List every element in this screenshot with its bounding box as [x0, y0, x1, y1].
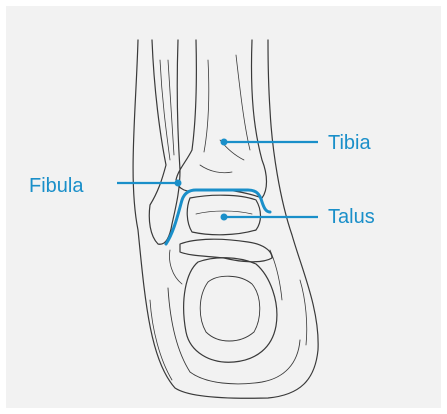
fibula-leader-dot [175, 180, 182, 187]
fibula-label: Fibula [29, 176, 83, 196]
fibula-shaft [149, 40, 180, 244]
calcaneus [184, 258, 277, 362]
tibia-leader-dot [221, 139, 228, 146]
talus-leader-dot [221, 214, 228, 221]
talus-label: Talus [328, 207, 375, 227]
tibia-label: Tibia [328, 133, 371, 153]
tibia-shaft [176, 40, 267, 198]
navicular [180, 239, 272, 262]
